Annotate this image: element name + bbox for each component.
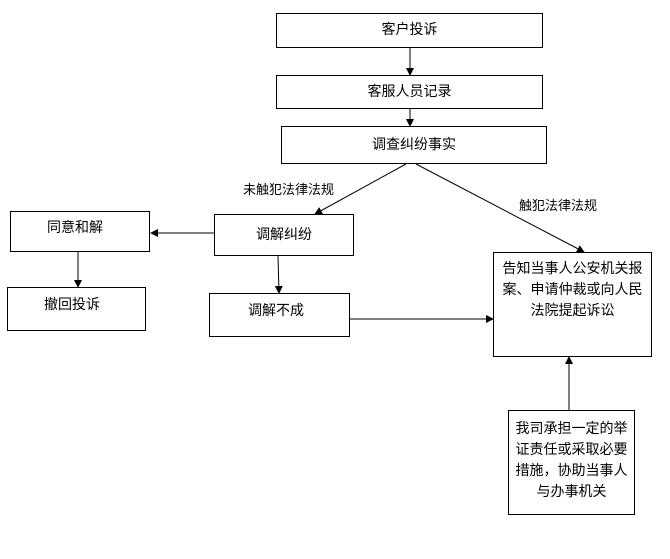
node-withdraw: 撤回投诉: [7, 287, 146, 331]
node-mediate-fail: 调解不成: [209, 293, 350, 337]
node-assist-label: 我司承担一定的举证责任或采取必要措施，协助当事人与办事机关: [515, 421, 628, 500]
node-mediate-label: 调解纠纷: [256, 226, 312, 243]
arrow-investigate-to-mediate: [314, 163, 407, 215]
node-record-label: 客服人员记录: [367, 83, 452, 100]
node-complaint: 客户投诉: [276, 13, 543, 48]
node-mediate-fail-label: 调解不成: [248, 303, 304, 319]
node-agree-label: 同意和解: [47, 220, 103, 236]
edge-label-not-violating: 未触犯法律法规: [243, 183, 335, 198]
edge-label-violating: 触犯法律法规: [519, 199, 598, 214]
node-record: 客服人员记录: [276, 75, 543, 109]
arrow-mediate-to-fail: [274, 255, 283, 294]
node-mediate: 调解纠纷: [214, 214, 354, 256]
node-inform-label: 告知当事人公安机关报案、申请仲裁或向人民法院提起诉讼: [502, 261, 643, 319]
node-agree: 同意和解: [10, 211, 150, 252]
node-withdraw-label: 撤回投诉: [44, 297, 100, 313]
arrow-investigate-to-inform: [415, 163, 585, 253]
node-complaint-label: 客户投诉: [381, 22, 438, 38]
node-assist: 我司承担一定的举证责任或采取必要措施，协助当事人与办事机关: [508, 410, 635, 515]
node-investigate-label: 调查纠纷事实: [372, 136, 456, 153]
node-inform: 告知当事人公安机关报案、申请仲裁或向人民法院提起诉讼: [493, 252, 652, 357]
node-investigate: 调查纠纷事实: [281, 126, 547, 164]
